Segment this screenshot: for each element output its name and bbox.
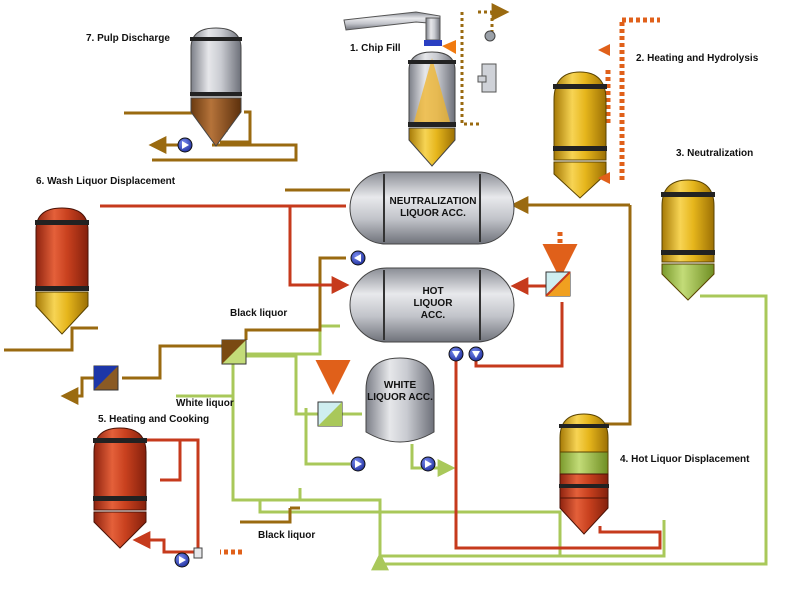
hot-liquor-tank-line1: HOT bbox=[422, 286, 444, 297]
label-white-liquor: White liquor bbox=[176, 398, 234, 409]
label-heating-cooking: 5. Heating and Cooking bbox=[98, 414, 210, 425]
wash-liquor-vessel[interactable] bbox=[35, 207, 89, 335]
heat-exchanger-hot-liquor[interactable] bbox=[545, 271, 571, 297]
black-liquor-lines bbox=[4, 110, 632, 524]
label-chip-fill: 1. Chip Fill bbox=[350, 43, 401, 54]
heating-cooking-vessel[interactable] bbox=[93, 427, 147, 549]
label-pulp-discharge: 7. Pulp Discharge bbox=[86, 33, 170, 44]
label-black-liquor-upper: Black liquor bbox=[230, 308, 288, 319]
hot-liquor-displacement-vessel[interactable] bbox=[559, 413, 609, 535]
hot-liquor-tank-line3: ACC. bbox=[420, 310, 446, 321]
white-liquor-lines bbox=[176, 294, 768, 571]
hot-liquor-lines bbox=[100, 204, 662, 554]
white-liquor-tank-label: WHITE LIQUOR ACC. bbox=[366, 380, 434, 404]
label-hot-liquor-displacement: 4. Hot Liquor Displacement bbox=[620, 454, 750, 465]
heat-exchanger-white-liquor[interactable] bbox=[317, 401, 343, 427]
pump-hot-liquor-1[interactable] bbox=[448, 346, 464, 362]
white-liquor-acc-tank[interactable] bbox=[365, 357, 435, 443]
pulp-discharge-vessel[interactable] bbox=[190, 27, 242, 147]
neutralization-tank-line2: LIQUOR ACC. bbox=[400, 208, 466, 219]
chip-fill-dotted bbox=[460, 3, 510, 126]
neutralization-tank-label: NEUTRALIZATION LIQUOR ACC. bbox=[388, 196, 478, 220]
label-wash-liquor-displacement: 6. Wash Liquor Displacement bbox=[36, 176, 176, 187]
neutralization-liquor-acc-tank[interactable] bbox=[349, 171, 515, 245]
pump-white-liquor-2[interactable] bbox=[420, 456, 436, 472]
white-liquor-tank-line1: WHITE bbox=[383, 380, 417, 391]
hot-liquor-tank-label: HOT LIQUOR ACC. bbox=[388, 286, 478, 322]
steam-lines bbox=[220, 17, 660, 555]
pump-neutralization[interactable] bbox=[350, 250, 366, 266]
label-black-liquor-lower: Black liquor bbox=[258, 530, 316, 541]
hot-liquor-acc-tank[interactable] bbox=[349, 267, 515, 343]
heating-hydrolysis-vessel[interactable] bbox=[553, 44, 610, 199]
label-neutralization: 3. Neutralization bbox=[676, 148, 754, 159]
pump-hot-liquor-2[interactable] bbox=[468, 346, 484, 362]
neutralization-vessel[interactable] bbox=[661, 179, 715, 301]
heat-exchanger-black-liquor[interactable] bbox=[221, 339, 247, 365]
hot-liquor-tank-line2: LIQUOR bbox=[413, 298, 453, 309]
heat-exchanger-wash[interactable] bbox=[93, 365, 119, 391]
chip-fill-vessel[interactable] bbox=[343, 11, 497, 167]
white-liquor-tank-line2: LIQUOR ACC. bbox=[367, 392, 433, 403]
neutralization-tank-line1: NEUTRALIZATION bbox=[389, 196, 477, 207]
pump-white-liquor-1[interactable] bbox=[350, 456, 366, 472]
label-heating-hydrolysis: 2. Heating and Hydrolysis bbox=[636, 53, 759, 64]
pump-heating-cooking[interactable] bbox=[174, 547, 203, 568]
pump-pulp-discharge[interactable] bbox=[177, 137, 193, 153]
